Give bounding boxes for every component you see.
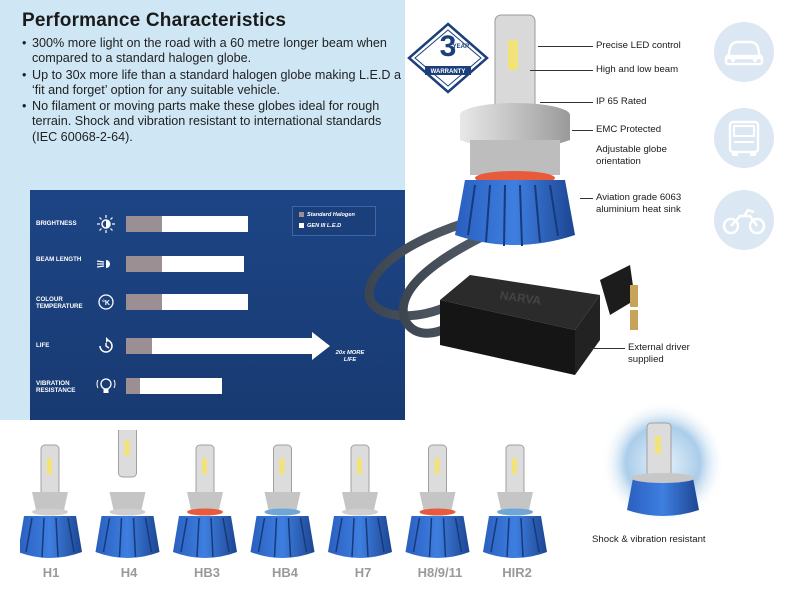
bulb-label-h7: H7 — [354, 565, 372, 580]
bulb-type-images — [20, 430, 547, 558]
annotation-high-low-beam: High and low beam — [596, 64, 679, 75]
annotation-emc: EMC Protected — [596, 124, 662, 135]
shock-resistant-image — [601, 401, 725, 525]
bulb-label-hb4: HB4 — [271, 565, 298, 580]
annotation-heat-sink: Aviation grade 6063 aluminium heat sink — [596, 192, 682, 215]
warranty-label: WARRANTY — [431, 69, 466, 75]
comparison-row-colour-temperature: COLOUR TEMPERATURE °K — [30, 284, 405, 324]
bulb-label-hir2: HIR2 — [502, 565, 532, 580]
legend-halogen: Standard Halogen — [299, 212, 355, 218]
comparison-row-beam-length: BEAM LENGTH — [30, 244, 405, 284]
annotation-external-driver: External driver supplied — [628, 342, 690, 365]
comparison-row-brightness: BRIGHTNESS — [30, 204, 405, 244]
vehicle-circle — [714, 108, 774, 168]
row-label: LIFE — [36, 342, 50, 349]
row-label: VIBRATION RESISTANCE — [36, 380, 76, 394]
bar-halogen — [126, 378, 140, 394]
annotation-leader — [590, 348, 625, 349]
annotation-ip65: IP 65 Rated — [596, 96, 647, 107]
bar-led — [140, 378, 222, 394]
life-clock-icon — [99, 337, 113, 353]
bulb-hb3 — [173, 444, 237, 558]
annotation-leader — [540, 102, 593, 103]
bulb-label-h4: H4 — [120, 565, 138, 580]
brightness-sun-icon — [97, 215, 115, 233]
shock-label: Shock & vibration resistant — [592, 534, 706, 545]
warranty-number: 3 — [440, 30, 457, 63]
bar-halogen — [126, 338, 152, 354]
performance-bullet: Up to 30x more life than a standard halo… — [22, 68, 402, 99]
bar-led-arrow — [152, 332, 330, 360]
row-label: COLOUR TEMPERATURE — [36, 296, 83, 310]
bulb-h8-9-11 — [405, 444, 470, 558]
performance-bullet: No filament or moving parts make these g… — [22, 99, 402, 145]
comparison-legend: Standard Halogen GEN III L.E.D — [292, 206, 376, 236]
comparison-row-life: LIFE — [30, 324, 405, 364]
bulb-h7 — [328, 444, 392, 558]
bulb-h4 — [95, 430, 160, 558]
motorcycle-icon — [722, 208, 766, 235]
annotation-leader — [538, 46, 593, 47]
bulb-hir2 — [483, 444, 547, 558]
warranty-badge: 3 YEAR WARRANTY — [407, 22, 489, 94]
bulb-h1 — [20, 444, 82, 558]
driver-brand: NARVA — [499, 288, 542, 308]
annotation-leader — [572, 130, 593, 131]
bar-halogen — [126, 216, 162, 232]
led-headlight-kit-image: NARVA — [364, 14, 638, 375]
comparison-panel: Standard Halogen GEN III L.E.D BRIGHTNES… — [30, 190, 405, 420]
legend-led: GEN III L.E.D — [299, 223, 341, 229]
bar-halogen — [126, 256, 162, 272]
kelvin-icon: °K — [98, 294, 114, 310]
svg-text:°K: °K — [102, 299, 110, 307]
bulb-label-h1: H1 — [42, 565, 60, 580]
life-note: 20x MORE LIFE — [335, 350, 365, 363]
vehicle-circle — [714, 190, 774, 250]
beam-headlight-icon — [96, 260, 110, 268]
performance-list: 300% more light on the road with a 60 me… — [22, 36, 402, 146]
bar-led — [162, 294, 248, 310]
performance-bullet: 300% more light on the road with a 60 me… — [22, 36, 402, 67]
row-label: BEAM LENGTH — [36, 256, 82, 263]
bar-led — [162, 256, 244, 272]
bulb-label-h8-9-11: H8/9/11 — [417, 565, 463, 580]
bulb-label-hb3: HB3 — [193, 565, 220, 580]
car-icon — [724, 40, 764, 66]
truck-icon — [728, 120, 760, 156]
annotation-adjustable: Adjustable globe orientation — [596, 144, 667, 167]
annotation-leader — [530, 70, 593, 71]
bar-halogen — [126, 294, 162, 310]
annotation-precise-led-control: Precise LED control — [596, 40, 681, 51]
warranty-year: YEAR — [453, 44, 470, 50]
comparison-row-vibration-resistance: VIBRATION RESISTANCE — [30, 368, 405, 408]
row-label: BRIGHTNESS — [36, 220, 77, 227]
bar-led — [162, 216, 248, 232]
bulb-hb4 — [250, 444, 315, 558]
annotation-leader — [580, 198, 593, 199]
performance-title: Performance Characteristics — [22, 10, 287, 31]
vehicle-circle — [714, 22, 774, 82]
bulb-vibration-icon — [96, 378, 116, 393]
